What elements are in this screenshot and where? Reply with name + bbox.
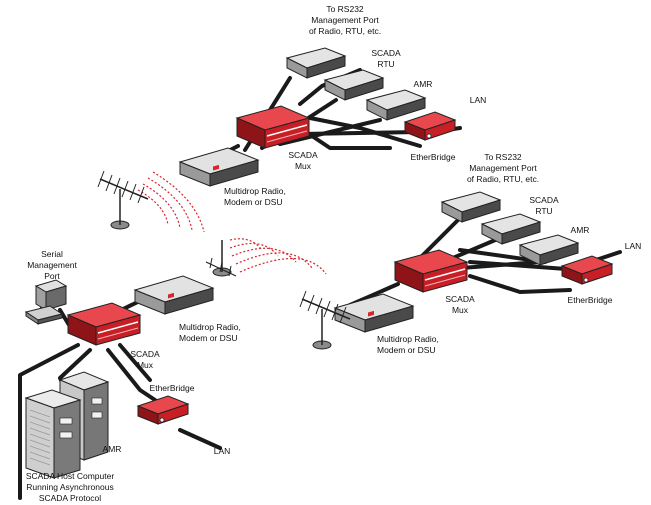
center-antenna-icon (205, 240, 237, 277)
top-etherbridge-label: EtherBridge (411, 152, 456, 162)
top-rtu-label-2: RTU (377, 59, 394, 69)
right-rtu-device (481, 213, 541, 245)
right-radio-label-2: Modem or DSU (377, 345, 436, 355)
left-serial-label-2: Management (27, 260, 77, 270)
top-amr-device (366, 89, 426, 121)
right-rtu-label-2: RTU (535, 206, 552, 216)
left-etherbridge-label: EtherBridge (150, 383, 195, 393)
top-mux-label-2: Mux (295, 161, 312, 171)
host-label-2: Running Asynchronous (26, 482, 113, 492)
left-radio-label-1: Multidrop Radio, (179, 322, 241, 332)
right-radio-label-1: Multidrop Radio, (377, 334, 439, 344)
right-lan-label: LAN (625, 241, 642, 251)
cables (18, 68, 622, 500)
right-mgmt-label-1: To RS232 (484, 152, 522, 162)
left-amr-label: AMR (103, 444, 122, 454)
right-amr-label: AMR (571, 225, 590, 235)
right-radio-device (334, 293, 414, 333)
left-radio-device (134, 275, 214, 315)
left-radio-label-2: Modem or DSU (179, 333, 238, 343)
left-mux-device (67, 302, 141, 346)
top-amr-label: AMR (414, 79, 433, 89)
left-mux-label-2: Mux (137, 360, 154, 370)
right-etherbridge-device (561, 255, 613, 285)
top-mgmt-device (286, 47, 346, 79)
right-mgmt-label-2: Management Port (469, 163, 537, 173)
top-mux-label-1: SCADA (288, 150, 318, 160)
left-mux-label-1: SCADA (130, 349, 160, 359)
top-rtu-label-1: SCADA (371, 48, 401, 58)
right-mux-label-2: Mux (452, 305, 469, 315)
scada-host-computer-icon (24, 371, 110, 479)
top-antenna-icon (97, 170, 149, 230)
top-mgmt-label-2: Management Port (311, 15, 379, 25)
left-serial-label-3: Port (44, 271, 60, 281)
top-lan-label: LAN (470, 95, 487, 105)
right-etherbridge-label: EtherBridge (568, 295, 613, 305)
left-serial-label-1: Serial (41, 249, 63, 259)
radio-waves (137, 171, 327, 275)
top-rtu-device (324, 69, 384, 101)
left-lan-label: LAN (214, 446, 231, 456)
right-mgmt-device (441, 191, 501, 223)
top-mgmt-label-1: To RS232 (326, 4, 364, 14)
serial-terminal-icon (24, 279, 68, 325)
top-mux-device (236, 105, 310, 149)
labels: To RS232 Management Port of Radio, RTU, … (26, 4, 641, 503)
right-rtu-label-1: SCADA (529, 195, 559, 205)
host-label-3: SCADA Protocol (39, 493, 101, 503)
top-etherbridge-device (404, 111, 456, 141)
top-mgmt-label-3: of Radio, RTU, etc. (309, 26, 381, 36)
top-radio-label-2: Modem or DSU (224, 197, 283, 207)
top-radio-label-1: Multidrop Radio, (224, 186, 286, 196)
host-label-1: SCADA Host Computer (26, 471, 115, 481)
right-mux-label-1: SCADA (445, 294, 475, 304)
top-radio-device (179, 147, 259, 187)
left-etherbridge-device (137, 395, 189, 425)
right-mgmt-label-3: of Radio, RTU, etc. (467, 174, 539, 184)
